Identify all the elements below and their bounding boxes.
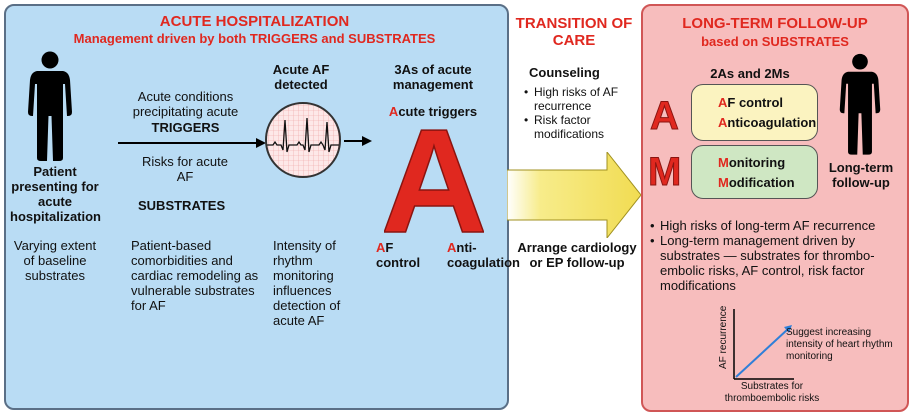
triggers-word: TRIGGERS [151, 120, 220, 135]
acute-title: ACUTE HOSPITALIZATION [159, 13, 350, 30]
longterm-followup-label: Long-term follow-up [828, 160, 894, 190]
substrate-recurrence-graph: AF recurrence [718, 305, 794, 380]
big-a-letter: A [384, 124, 484, 236]
svg-text:A: A [384, 124, 484, 236]
graph-note: Suggest increasing intensity of heart rh… [786, 327, 893, 362]
counseling-label: Counseling [529, 65, 600, 80]
counseling-item: High risks of AF recurrence [524, 85, 636, 113]
arrange-followup-label: Arrange cardiology or EP follow-up [517, 240, 637, 270]
patient-baseline-text: Varying extent of baseline substrates [13, 238, 97, 283]
as-box [691, 84, 818, 141]
patient-silhouette-icon [28, 51, 72, 161]
followup-patient-silhouette-icon [839, 53, 881, 155]
counseling-list: High risks of AF recurrence Risk factor … [524, 85, 636, 141]
transition-arrow [507, 152, 642, 238]
triggers-arrow [118, 138, 266, 148]
longterm-bullet-item: Long-term management driven by substrate… [650, 233, 900, 293]
acute-subtitle: Management driven by both TRIGGERS and S… [73, 31, 436, 46]
longterm-title: LONG-TERM FOLLOW-UP [682, 15, 868, 32]
ms-box [691, 145, 818, 199]
risks-text: Risks for acute AF [142, 154, 228, 184]
anticoagulation-label: Anti-coagulation [447, 240, 520, 270]
three-as-label: 3As of acute management [392, 62, 474, 92]
acute-hospitalization-panel [4, 4, 509, 410]
af-detected-label: Acute AF detected [272, 62, 330, 92]
acute-triggers-label: Acute triggers [388, 104, 478, 119]
substrates-description: Patient-based comorbidities and cardiac … [131, 238, 259, 313]
longterm-bullet-item: High risks of long-term AF recurrence [650, 218, 900, 233]
monitoring-description: Intensity of rhythm monitoring influence… [273, 238, 341, 328]
detected-arrow [344, 136, 372, 146]
counseling-item: Risk factor modifications [524, 113, 636, 141]
graph-y-label: AF recurrence [718, 305, 729, 369]
patient-label: Patient presenting for acute hospitaliza… [10, 164, 101, 224]
longterm-subtitle: based on SUBSTRATES [701, 34, 849, 49]
letter-m: M [647, 150, 682, 194]
letter-a: A [650, 94, 680, 138]
af-control-label: AF control [376, 240, 421, 270]
ms-box-item: Monitoring [718, 155, 786, 170]
two-as-two-ms-label: 2As and 2Ms [710, 66, 790, 81]
graph-x-label: Substrates for thromboembolic risks [724, 381, 820, 404]
ms-box-item: Modification [718, 175, 795, 190]
as-box-item: AF control [718, 95, 783, 110]
triggers-description: Acute conditions precipitating acute [132, 89, 239, 119]
longterm-bullet-list: High risks of long-term AF recurrence Lo… [650, 218, 900, 293]
as-box-item: Anticoagulation [718, 115, 817, 130]
transition-title: TRANSITION OF CARE [515, 15, 633, 49]
substrates-word: SUBSTRATES [138, 198, 226, 213]
ecg-monitor-icon [265, 102, 341, 178]
